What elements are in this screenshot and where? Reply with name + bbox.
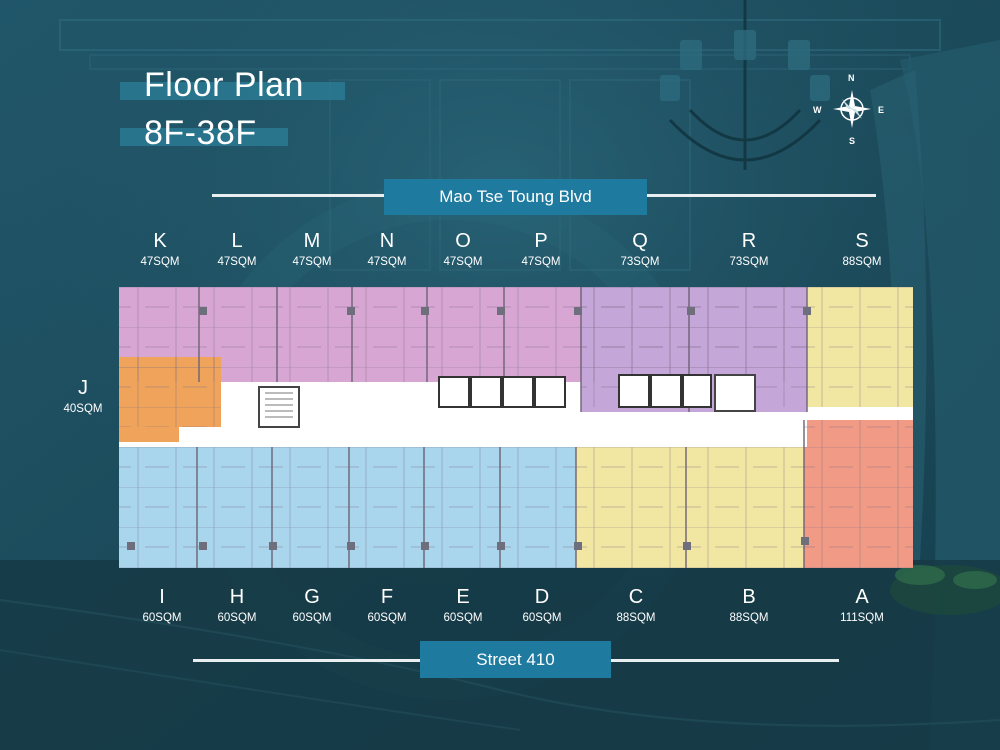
unit-letter: F [380,586,394,608]
unit-letter: J [78,377,88,399]
stair-core-west [258,386,300,428]
compass-east: E [878,105,885,115]
compass-rose-icon [833,90,871,128]
unit-label-d: D 60SQM [507,586,577,625]
unit-j-notch [179,427,221,447]
unit-area: 60SQM [443,612,483,624]
unit-area: 60SQM [367,612,407,624]
unit-area: 47SQM [217,256,257,268]
unit-letter: O [455,230,471,252]
elevator-bank-west [438,376,566,408]
unit-letter: P [534,230,548,252]
unit-label-h: H 60SQM [202,586,272,625]
unit-area: 73SQM [620,256,660,268]
stair-treads [265,392,293,418]
unit-label-e: E 60SQM [428,586,498,625]
unit-letter: A [855,586,869,608]
unit-letter: E [456,586,470,608]
floor-plan [119,287,913,568]
corridor-east [581,412,807,447]
compass: N S E W [812,70,892,150]
unit-letter: N [379,230,395,252]
unit-label-i: I 60SQM [127,586,197,625]
unit-letter: C [628,586,644,608]
unit-area: 47SQM [367,256,407,268]
unit-label-o: O 47SQM [428,230,498,269]
unit-area: 73SQM [729,256,769,268]
floor-range: 8F-38F [144,114,257,152]
top-road-label: Mao Tse Toung Blvd [384,179,647,215]
unit-area: 60SQM [522,612,562,624]
subtitle-highlight-bar [120,128,288,146]
compass-south: S [849,136,856,146]
structural-columns [127,307,811,550]
unit-area: 111SQM [840,612,884,624]
unit-letter: L [231,230,243,252]
stair-core-east [714,374,756,412]
unit-label-a: A 111SQM [827,586,897,625]
bottom-road-label: Street 410 [420,641,611,678]
unit-area: 47SQM [443,256,483,268]
unit-label-c: C 88SQM [601,586,671,625]
unit-label-j: J 40SQM [48,377,118,416]
unit-label-g: G 60SQM [277,586,347,625]
unit-area: 47SQM [140,256,180,268]
unit-letter: R [741,230,757,252]
unit-area: 88SQM [616,612,656,624]
unit-letter: Q [632,230,648,252]
unit-label-s: S 88SQM [827,230,897,269]
unit-area: 88SQM [842,256,882,268]
page-title: Floor Plan [144,66,304,104]
unit-label-p: P 47SQM [506,230,576,269]
unit-label-k: K 47SQM [125,230,195,269]
unit-area: 40SQM [63,403,103,415]
unit-letter: S [855,230,869,252]
unit-letter: H [229,586,245,608]
compass-north: N [848,73,855,83]
unit-letter: D [534,586,550,608]
unit-letter: K [153,230,167,252]
compass-west: W [813,105,822,115]
unit-label-q: Q 73SQM [605,230,675,269]
unit-area: 60SQM [217,612,257,624]
unit-label-f: F 60SQM [352,586,422,625]
unit-letter: M [303,230,321,252]
unit-letter: G [304,586,320,608]
unit-label-b: B 88SQM [714,586,784,625]
elevator-bank-east [618,374,712,408]
unit-area: 47SQM [292,256,332,268]
room-detail-bottom [119,447,804,568]
unit-label-r: R 73SQM [714,230,784,269]
unit-area: 47SQM [521,256,561,268]
unit-label-m: M 47SQM [277,230,347,269]
unit-area: 88SQM [729,612,769,624]
unit-letter: B [742,586,756,608]
unit-area: 60SQM [142,612,182,624]
unit-letter: I [159,586,165,608]
room-detail-a [804,420,913,568]
unit-label-l: L 47SQM [202,230,272,269]
title-highlight-bar [120,82,345,100]
unit-area: 60SQM [292,612,332,624]
unit-label-n: N 47SQM [352,230,422,269]
room-detail-j [119,357,221,427]
